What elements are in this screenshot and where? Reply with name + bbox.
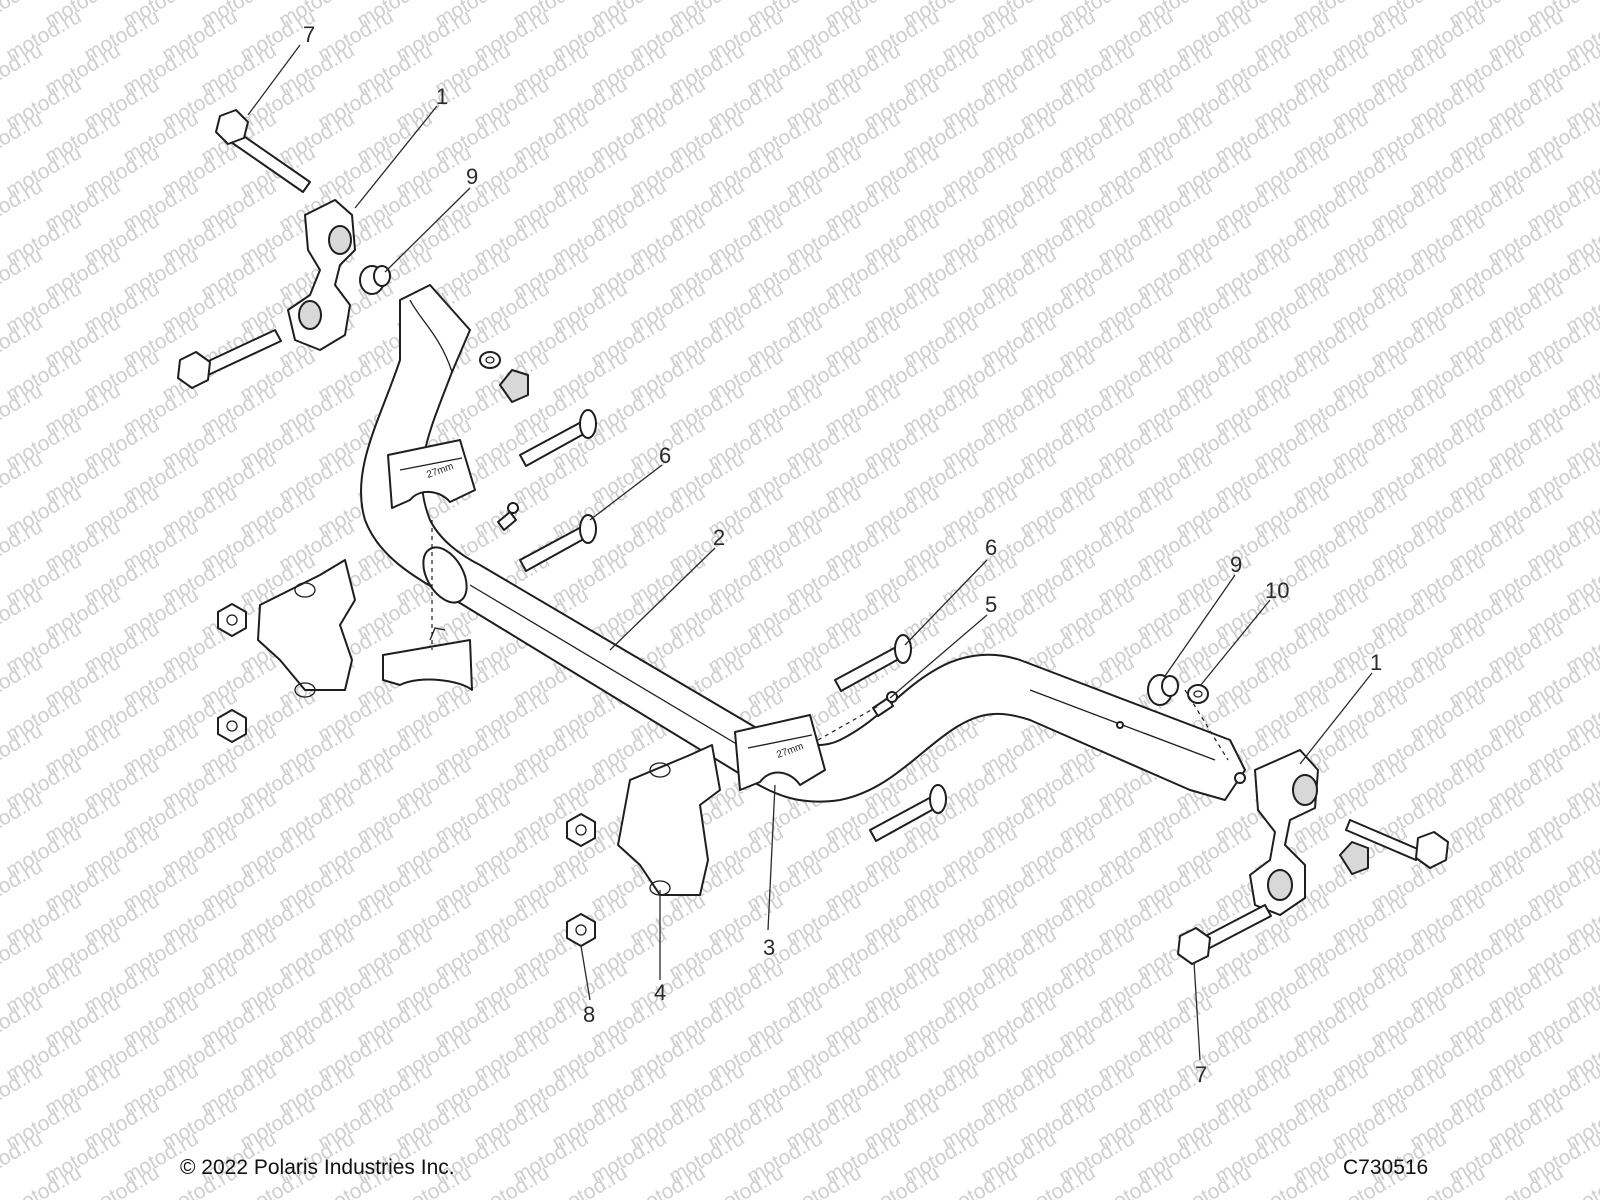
- callout-1: 1: [436, 84, 448, 109]
- callout-2: 2: [713, 525, 725, 550]
- callout-10: 10: [1265, 578, 1289, 603]
- washer-left-2: [479, 351, 501, 369]
- callout-3: 3: [763, 935, 775, 960]
- copyright-notice: © 2022 Polaris Industries Inc.: [180, 1156, 455, 1179]
- nut-1: [217, 603, 247, 637]
- callout-5: 5: [985, 592, 997, 617]
- callout-9: 9: [466, 164, 478, 189]
- callout-4: 4: [654, 980, 666, 1005]
- nut-4: [566, 913, 596, 947]
- callout-9: 9: [1230, 552, 1242, 577]
- callout-8: 8: [583, 1002, 595, 1027]
- callout-6: 6: [659, 443, 671, 468]
- callout-7: 7: [1195, 1062, 1207, 1087]
- nut-2: [217, 709, 247, 743]
- callout-7: 7: [303, 22, 315, 47]
- callout-6: 6: [985, 535, 997, 560]
- callout-1: 1: [1370, 650, 1382, 675]
- nut-3: [566, 813, 596, 847]
- drawing-number: C730516: [1343, 1156, 1429, 1179]
